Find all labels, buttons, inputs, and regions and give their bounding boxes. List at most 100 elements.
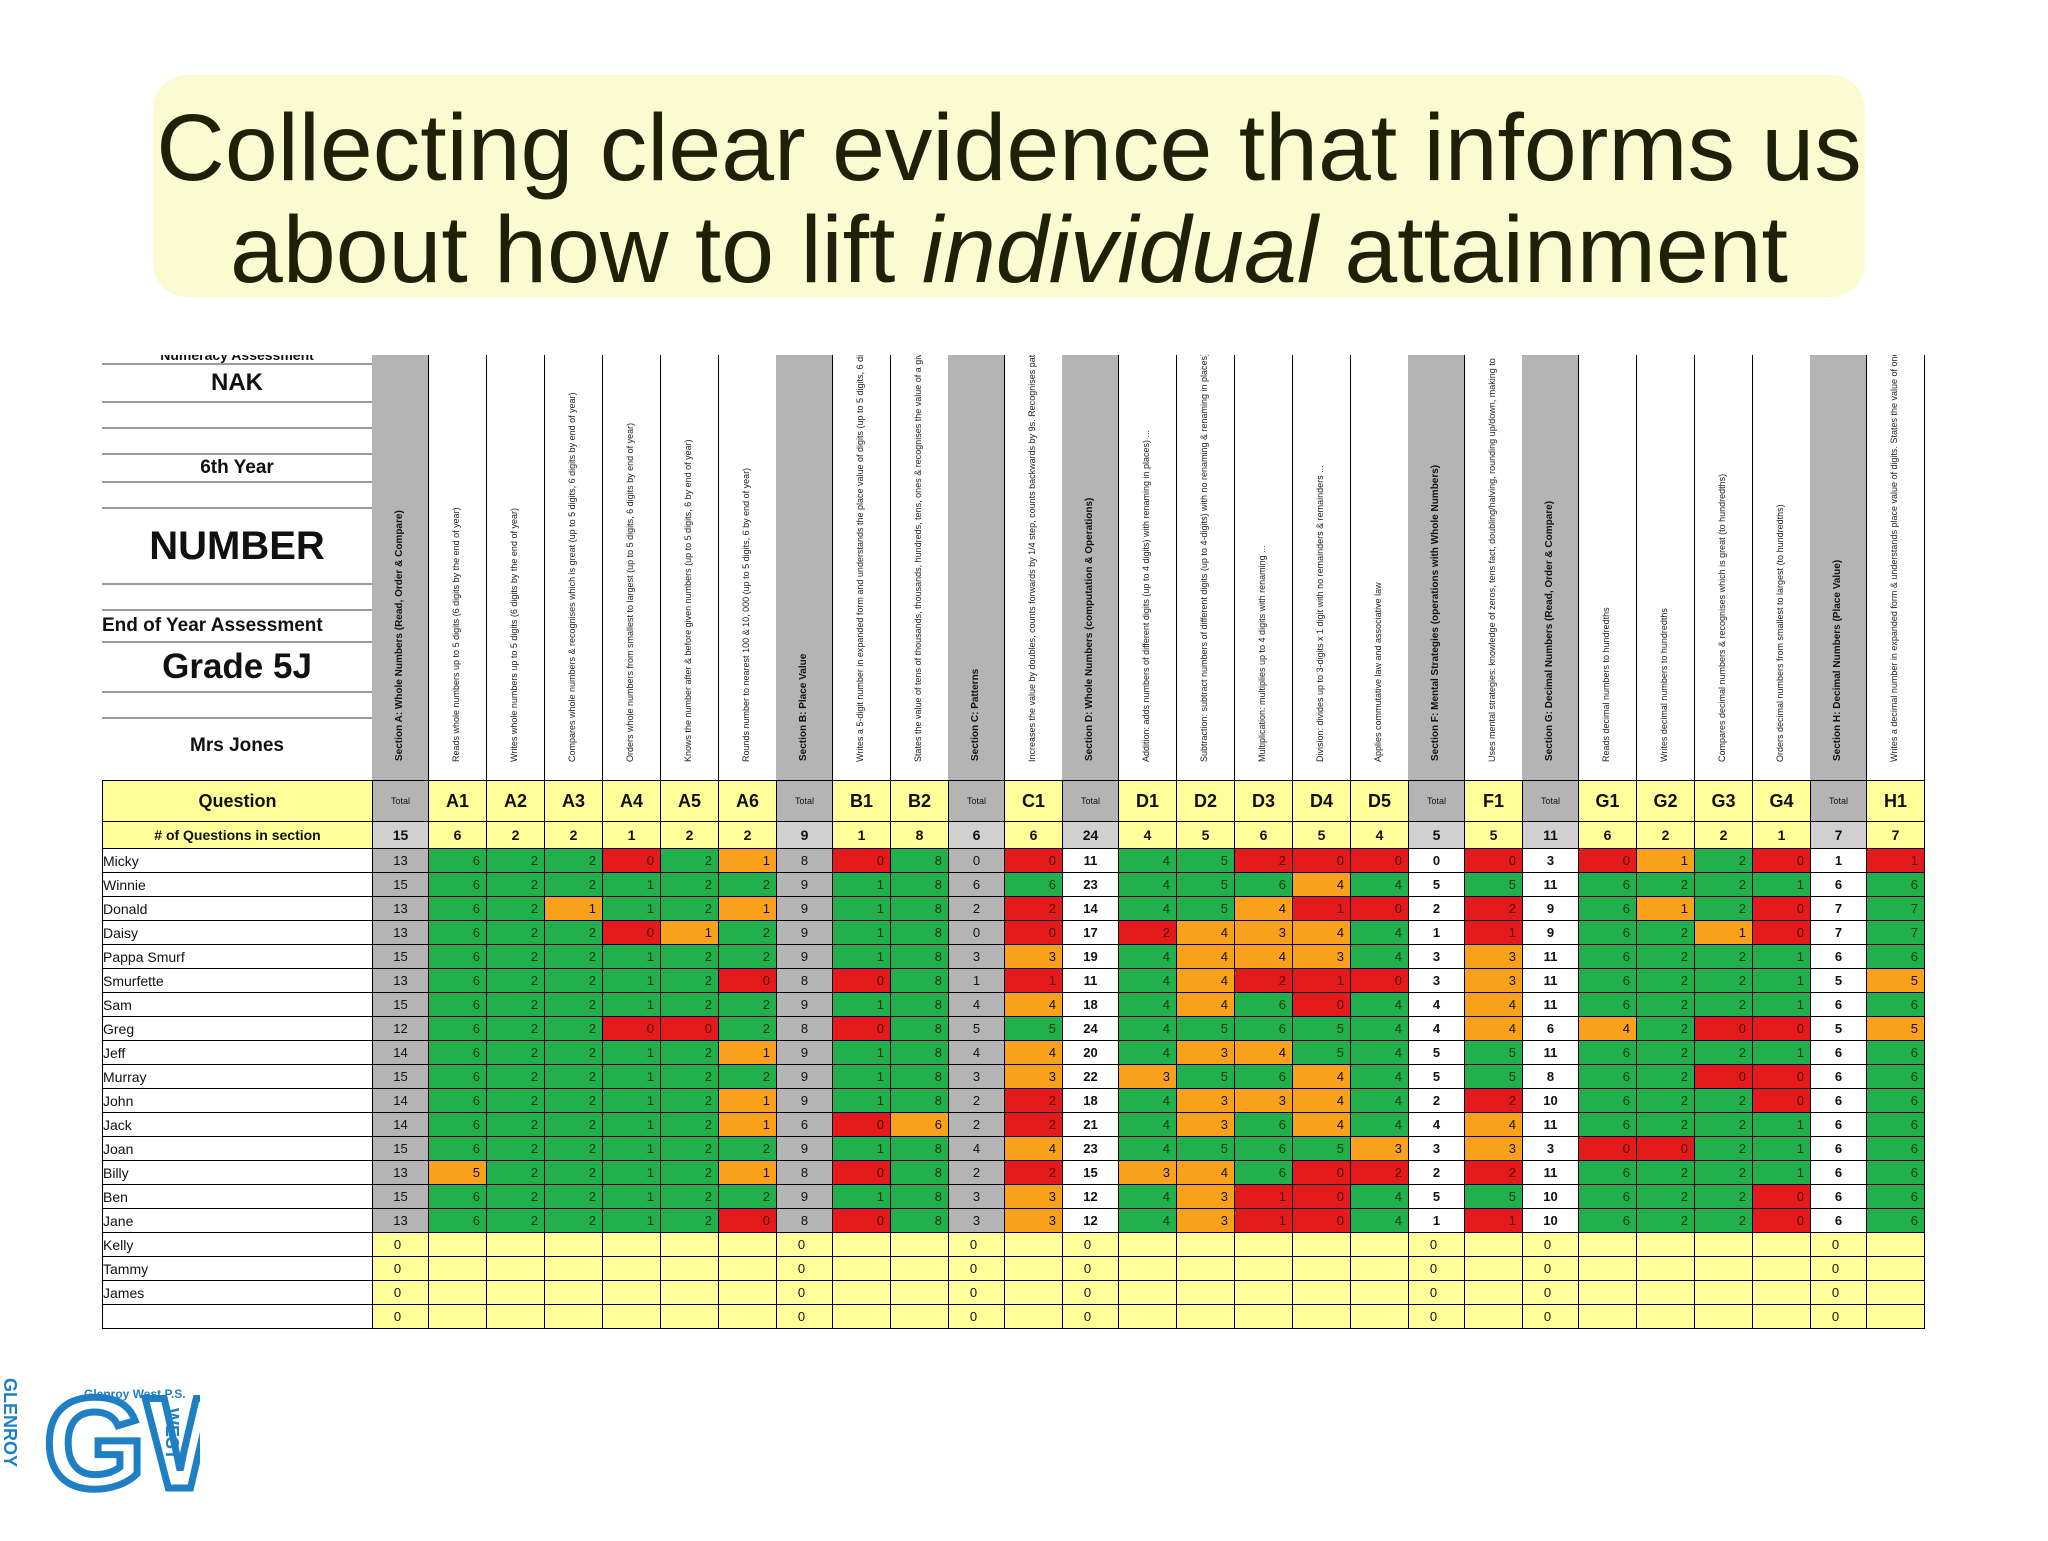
question-code: A4 (602, 780, 661, 822)
header-text: Compares whole numbers & recognises whic… (567, 392, 577, 762)
section-total-cell: 0 (1408, 1304, 1465, 1329)
section-total-cell: 17 (1062, 920, 1119, 945)
score-cell: 3 (1004, 1184, 1063, 1209)
score-cell: 0 (832, 848, 891, 873)
outcome-header: Compares whole numbers & recognises whic… (544, 355, 603, 780)
score-cell: 2 (486, 992, 545, 1017)
score-cell: 1 (1752, 1040, 1811, 1065)
section-total-cell: 9 (776, 992, 833, 1017)
score-cell: 2 (1004, 1088, 1063, 1113)
score-cell: 4 (1350, 1112, 1409, 1137)
score-cell: 7 (1866, 920, 1925, 945)
score-cell: 2 (486, 1160, 545, 1185)
score-cell (1004, 1256, 1063, 1281)
question-code: Total (1810, 780, 1867, 822)
score-cell: 6 (428, 1184, 487, 1209)
score-cell: 1 (602, 1088, 661, 1113)
glenroy-west-logo-icon: GW Glenroy West P.S. GLENROY WEST (0, 1338, 272, 1536)
score-cell: 5 (1292, 1040, 1351, 1065)
score-cell (890, 1256, 949, 1281)
score-cell: 2 (486, 872, 545, 897)
score-cell: 1 (1234, 1184, 1293, 1209)
section-total-cell: 6 (948, 872, 1005, 897)
header-text: Section C: Patterns (970, 668, 981, 761)
score-cell (1694, 1232, 1753, 1257)
score-cell (832, 1232, 891, 1257)
score-cell (1636, 1304, 1695, 1329)
score-cell: 4 (1350, 1184, 1409, 1209)
header-text: Subtraction: subtract numbers of differe… (1199, 355, 1209, 762)
score-cell: 4 (1234, 1040, 1293, 1065)
score-cell: 6 (1866, 1088, 1925, 1113)
section-total-cell: 0 (776, 1304, 833, 1329)
score-cell: 0 (1350, 968, 1409, 993)
score-cell: 6 (1866, 1136, 1925, 1161)
score-cell: 6 (428, 968, 487, 993)
student-name: Ben (102, 1184, 373, 1209)
score-cell: 6 (1234, 1136, 1293, 1161)
section-total-cell: 10 (1522, 1208, 1579, 1233)
score-cell: 4 (1292, 1112, 1351, 1137)
outcome-header: States the value of tens of thousands, t… (890, 355, 949, 780)
section-total-cell: 2 (948, 1088, 1005, 1113)
score-cell: 2 (718, 1016, 777, 1041)
score-cell: 3 (1464, 944, 1523, 969)
outcome-header: Orders whole numbers from smallest to la… (602, 355, 661, 780)
section-total-cell: 1 (1408, 1208, 1465, 1233)
score-cell: 2 (660, 1040, 719, 1065)
score-cell: 3 (1464, 968, 1523, 993)
section-total-cell: 1 (1408, 920, 1465, 945)
subject-label: NUMBER (102, 509, 372, 585)
score-cell: 4 (1350, 1088, 1409, 1113)
section-total-cell: 4 (1408, 1112, 1465, 1137)
header-text: Section B: Place Value (798, 653, 809, 761)
score-cell: 5 (1176, 896, 1235, 921)
score-cell: 4 (1118, 1088, 1177, 1113)
score-cell: 2 (486, 920, 545, 945)
student-name: Billy (102, 1160, 373, 1185)
score-cell: 4 (1118, 1208, 1177, 1233)
score-cell: 6 (1578, 1088, 1637, 1113)
question-code: D4 (1292, 780, 1351, 822)
student-name: Pappa Smurf (102, 944, 373, 969)
score-cell: 0 (832, 1160, 891, 1185)
score-cell (1004, 1280, 1063, 1305)
section-total-cell: 0 (776, 1256, 833, 1281)
section-total-cell: 11 (1522, 872, 1579, 897)
section-total-cell: 0 (372, 1256, 429, 1281)
section-total-cell: 2 (948, 896, 1005, 921)
score-cell (602, 1304, 661, 1329)
outcome-header: Uses mental strategies: knowledge of zer… (1464, 355, 1523, 780)
score-cell (1752, 1280, 1811, 1305)
section-total-cell: 0 (1810, 1232, 1867, 1257)
score-cell: 2 (1694, 1160, 1753, 1185)
score-cell: 1 (832, 1184, 891, 1209)
section-total-cell: 6 (1810, 944, 1867, 969)
section-total-cell: 6 (1810, 1208, 1867, 1233)
score-cell: 2 (544, 1160, 603, 1185)
score-cell: 6 (1234, 1016, 1293, 1041)
outcome-header: Increases the value by doubles, counts f… (1004, 355, 1063, 780)
score-cell (544, 1280, 603, 1305)
score-cell: 2 (1464, 896, 1523, 921)
